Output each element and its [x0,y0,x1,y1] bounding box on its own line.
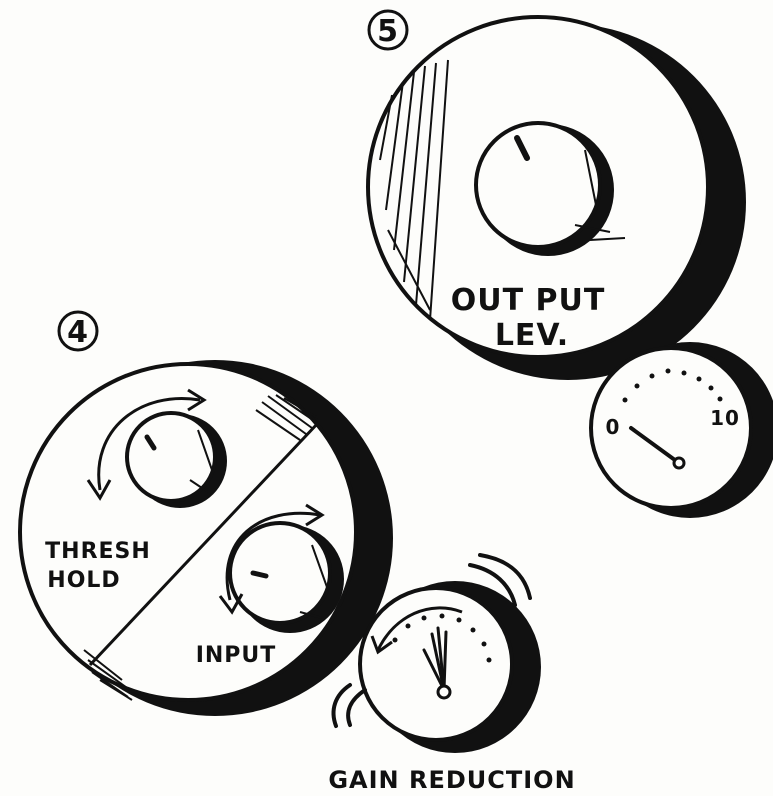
input-knob-pointer [253,573,266,576]
gain-reduction-caption: GAIN REDUCTION [328,766,575,794]
step-4-number: 4 [67,315,89,350]
output-label-line1: OUT PUT [451,283,606,318]
output-label-line2: LEV. [495,318,569,353]
threshold-label-line2: HOLD [47,568,120,593]
input-knob[interactable] [230,523,330,623]
input-label: INPUT [196,643,277,668]
output-meter-pivot [674,458,684,468]
output-meter-group: 0 10 [591,342,773,518]
gain-reduction-meter [360,588,512,740]
step-5-number: 5 [377,14,399,49]
output-meter-min-label: 0 [606,415,621,439]
output-level-knob[interactable] [476,123,600,247]
step-5-group: 5 OUT PUT LEV. [368,11,746,380]
step-4-group: 4 THRESH HOLD INPUT [20,312,393,716]
threshold-label-line1: THRESH [45,539,151,564]
gain-meter-pivot [438,686,450,698]
output-meter-max-label: 10 [710,406,740,430]
